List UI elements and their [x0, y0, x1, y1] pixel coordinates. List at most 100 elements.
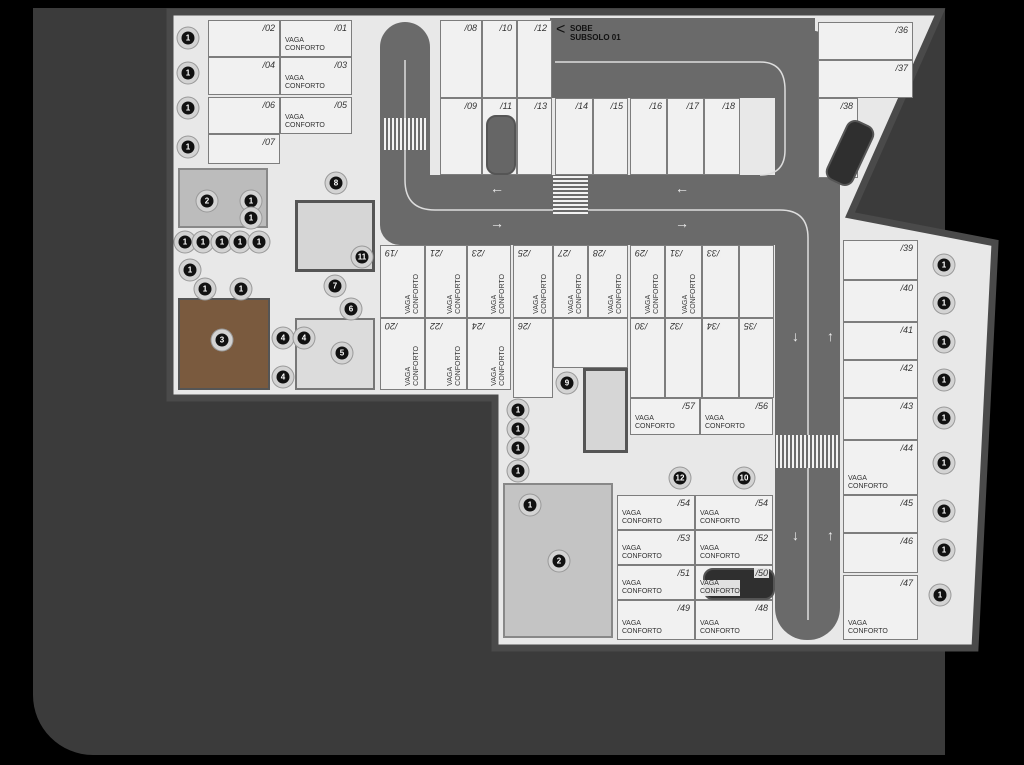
- room-number-badge: 1: [523, 498, 537, 512]
- comfort-line2: CONFORTO: [690, 274, 697, 314]
- comfort-line2: CONFORTO: [499, 346, 506, 386]
- comfort-line1: VAGA: [405, 367, 412, 386]
- comfort-line1: VAGA: [447, 295, 454, 314]
- comfort-line1: VAGA: [848, 475, 867, 482]
- space-number: /10: [498, 23, 513, 33]
- comfort-line2: CONFORTO: [541, 274, 548, 314]
- comfort-line2: CONFORTO: [848, 628, 888, 635]
- space-number: /06: [261, 100, 276, 110]
- space-number: /31: [669, 248, 684, 258]
- comfort-line2: CONFORTO: [499, 274, 506, 314]
- parking-space: /26: [513, 318, 553, 398]
- parking-space: /35: [739, 318, 774, 398]
- arrow-right-icon: →: [675, 215, 689, 231]
- comfort-line1: VAGA: [622, 620, 641, 627]
- comfort-line2: CONFORTO: [653, 274, 660, 314]
- space-number: /28: [592, 248, 607, 258]
- space-number: /01: [333, 23, 348, 33]
- comfort-line1: VAGA: [700, 620, 719, 627]
- parking-space: /37: [818, 60, 913, 98]
- ramp-up-label: < SOBE SUBSOLO 01: [556, 22, 621, 43]
- space-number: /49: [676, 603, 691, 613]
- crosswalk: [776, 435, 840, 468]
- comfort-line1: VAGA: [608, 295, 615, 314]
- comfort-line2: CONFORTO: [413, 346, 420, 386]
- parking-space: /30: [630, 318, 665, 398]
- comfort-line1: VAGA: [491, 295, 498, 314]
- comfort-line1: VAGA: [645, 295, 652, 314]
- comfort-line1: VAGA: [447, 367, 454, 386]
- room-number-badge: 10: [737, 471, 751, 485]
- lounge-room-5: [295, 318, 375, 390]
- parking-space: /02: [208, 20, 280, 57]
- room-number-badge: 4: [276, 331, 290, 345]
- space-number: /22: [429, 321, 444, 331]
- parking-space: [553, 318, 628, 368]
- room-number-badge: 1: [937, 258, 951, 272]
- parking-space: /04: [208, 57, 280, 95]
- parking-space: /09: [440, 98, 482, 175]
- space-number: /30: [634, 321, 649, 331]
- room-number-badge: 1: [198, 282, 212, 296]
- space-number: /33: [706, 248, 721, 258]
- comfort-line1: VAGA: [405, 295, 412, 314]
- arrow-up-icon: ↑: [827, 527, 834, 543]
- road-center-lines: [404, 60, 809, 620]
- road-ramp: [550, 18, 815, 98]
- comfort-line1: VAGA: [848, 620, 867, 627]
- room-number-badge: 1: [937, 373, 951, 387]
- crosswalk: [382, 118, 428, 150]
- parking-space: /10: [482, 20, 517, 98]
- comfort-line1: VAGA: [700, 510, 719, 517]
- space-number: /39: [899, 243, 914, 253]
- space-number: /46: [899, 536, 914, 546]
- room-number-badge: 1: [252, 235, 266, 249]
- space-number: /44: [899, 443, 914, 453]
- room-number-badge: 6: [344, 302, 358, 316]
- room-number-badge: 2: [200, 194, 214, 208]
- room-number-badge: 1: [937, 335, 951, 349]
- room-number-badge: 1: [181, 31, 195, 45]
- space-number: /54: [754, 498, 769, 508]
- room-number-badge: 1: [933, 588, 947, 602]
- ramp-label-line1: SOBE: [570, 24, 593, 33]
- space-number: /51: [676, 568, 691, 578]
- comfort-line1: VAGA: [285, 37, 304, 44]
- room-number-badge: 1: [244, 211, 258, 225]
- parking-space: /08: [440, 20, 482, 98]
- comfort-line1: VAGA: [682, 295, 689, 314]
- parking-space: /18: [704, 98, 740, 175]
- room-number-badge: 1: [511, 403, 525, 417]
- comfort-line2: CONFORTO: [413, 274, 420, 314]
- comfort-line1: VAGA: [285, 75, 304, 82]
- room-number-badge: 1: [244, 194, 258, 208]
- room-number-badge: 8: [329, 176, 343, 190]
- space-number: /18: [721, 101, 736, 111]
- space-number: /54: [676, 498, 691, 508]
- parking-space: /16: [630, 98, 667, 175]
- comfort-line2: CONFORTO: [705, 423, 745, 430]
- parking-space: /39: [843, 240, 918, 280]
- parking-space: /34: [702, 318, 739, 398]
